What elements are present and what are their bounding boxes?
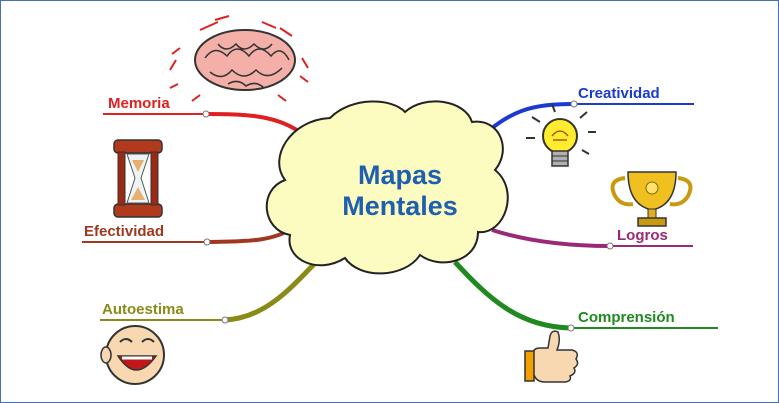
branch-node-efectividad bbox=[203, 238, 211, 246]
lightbulb-icon bbox=[526, 103, 596, 167]
brain-icon bbox=[169, 15, 309, 102]
branch-line-comprension bbox=[453, 260, 572, 331]
branch-label-logros: Logros bbox=[617, 227, 668, 244]
branch-label-memoria: Memoria bbox=[108, 95, 170, 112]
branch-line-autoestima bbox=[224, 253, 325, 323]
branch-node-autoestima bbox=[221, 316, 229, 324]
central-topic-line-2: Mentales bbox=[342, 191, 458, 221]
branch-label-autoestima: Autoestima bbox=[102, 301, 184, 318]
central-topic-title: Mapas Mentales bbox=[300, 160, 500, 222]
trophy-icon bbox=[610, 171, 693, 227]
branch-node-logros bbox=[606, 242, 614, 250]
branch-node-comprension bbox=[567, 324, 575, 332]
central-topic-line-1: Mapas bbox=[357, 160, 443, 190]
branch-node-memoria bbox=[202, 110, 210, 118]
branch-label-comprension: Comprensión bbox=[578, 309, 675, 326]
branch-node-creatividad bbox=[570, 100, 578, 108]
hourglass-icon bbox=[113, 139, 163, 218]
thumbs-up-icon bbox=[524, 330, 579, 383]
laughing-face-icon bbox=[100, 325, 165, 385]
branch-line-logros bbox=[491, 228, 611, 248]
central-cloud bbox=[265, 100, 509, 275]
branch-label-creatividad: Creatividad bbox=[578, 85, 660, 102]
branch-label-efectividad: Efectividad bbox=[84, 223, 165, 240]
